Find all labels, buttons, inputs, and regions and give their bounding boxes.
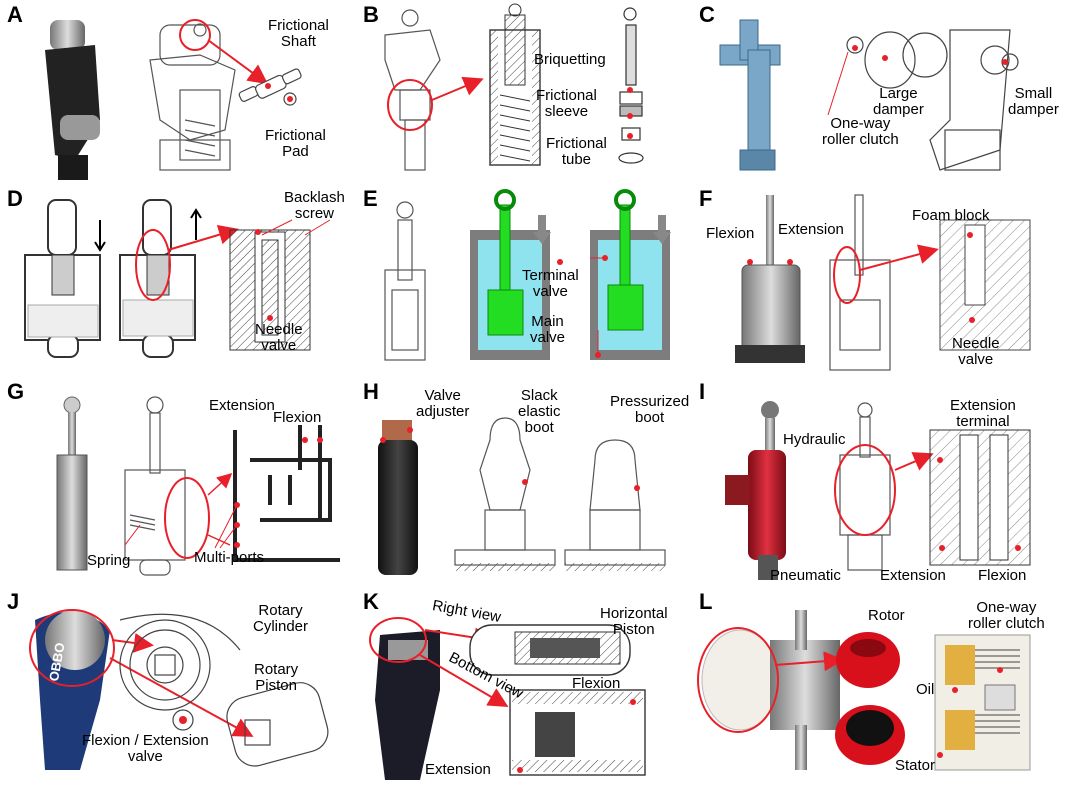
label-stator: Stator xyxy=(895,757,936,774)
label-extension-i: Extension xyxy=(880,567,946,584)
label-foam-block: Foam block xyxy=(912,207,990,224)
label-rotor: Rotor xyxy=(868,607,905,624)
panel-letter-e: E xyxy=(363,186,378,211)
label-extension-k: Extension xyxy=(425,761,491,778)
label-one-way-clutch-l: One-way roller clutch xyxy=(968,599,1045,632)
label-flexion-i: Flexion xyxy=(978,567,1027,584)
label-small-damper: Small damper xyxy=(1008,85,1059,118)
label-briquetting: Briquetting xyxy=(534,51,606,68)
label-needle-valve-f: Needle valve xyxy=(952,335,1000,368)
label-frictional-sleeve: Frictional sleeve xyxy=(536,87,597,120)
label-rotary-piston: Rotary Piston xyxy=(254,661,299,694)
label-needle-valve-d: Needle valve xyxy=(255,321,303,354)
panel-letter-i: I xyxy=(699,379,706,404)
label-extension-g: Extension xyxy=(209,397,275,414)
label-hydraulic: Hydraulic xyxy=(783,431,846,448)
label-slack-elastic-boot: Slack elastic boot xyxy=(518,387,561,436)
label-terminal-valve: Terminal valve xyxy=(522,267,579,300)
panel-letter-a: A xyxy=(7,2,23,27)
panel-b-drawing xyxy=(384,3,644,171)
panel-g-drawing xyxy=(56,396,340,576)
label-oil: Oil xyxy=(916,681,935,698)
label-valve-adjuster: Valve adjuster xyxy=(416,387,470,420)
label-main-valve: Main valve xyxy=(530,313,566,346)
panel-a-drawing xyxy=(45,19,302,180)
panel-letter-l: L xyxy=(699,589,713,614)
panel-letter-j: J xyxy=(7,589,20,614)
panel-letter-d: D xyxy=(7,186,23,211)
panel-l-drawing xyxy=(697,610,1031,771)
label-backlash-screw: Backlash screw xyxy=(284,189,345,222)
label-extension-f: Extension xyxy=(778,221,844,238)
panel-letter-b: B xyxy=(363,2,379,27)
label-extension-terminal: Extension terminal xyxy=(950,397,1016,430)
label-large-damper: Large damper xyxy=(873,85,924,118)
label-frictional-tube: Frictional tube xyxy=(546,135,607,168)
panel-k-drawing xyxy=(369,617,646,780)
panel-i-drawing xyxy=(725,401,1031,580)
label-flexion-k: Flexion xyxy=(572,675,621,692)
label-rotary-cylinder: Rotary Cylinder xyxy=(253,602,309,635)
panel-letter-c: C xyxy=(699,2,715,27)
panel-c-drawing xyxy=(719,19,1019,171)
panel-h-drawing xyxy=(378,417,666,575)
panel-letter-f: F xyxy=(699,186,713,211)
label-flexion-g: Flexion xyxy=(273,409,322,426)
label-frictional-pad: Frictional Pad xyxy=(265,127,326,160)
panel-j-drawing xyxy=(29,609,329,770)
panel-letter-h: H xyxy=(363,379,379,404)
panel-f-drawing xyxy=(735,194,1031,371)
label-spring: Spring xyxy=(87,552,131,569)
label-multi-ports: Multi-ports xyxy=(194,549,265,566)
panel-letter-k: K xyxy=(363,589,379,614)
panel-d-drawing xyxy=(24,199,331,358)
panel-letter-g: G xyxy=(7,379,25,404)
label-horizontal-piston: Horizontal Piston xyxy=(600,605,668,638)
label-pressurized-boot: Pressurized boot xyxy=(610,393,690,426)
panel-e-drawing xyxy=(384,189,671,361)
label-flexion-f: Flexion xyxy=(706,225,755,242)
label-pneumatic: Pneumatic xyxy=(770,567,841,584)
label-one-way-clutch-c: One-way roller clutch xyxy=(822,115,899,148)
label-flexion-extension-valve: Flexion / Extension valve xyxy=(82,732,209,765)
label-frictional-shaft: Frictional Shaft xyxy=(268,17,329,50)
